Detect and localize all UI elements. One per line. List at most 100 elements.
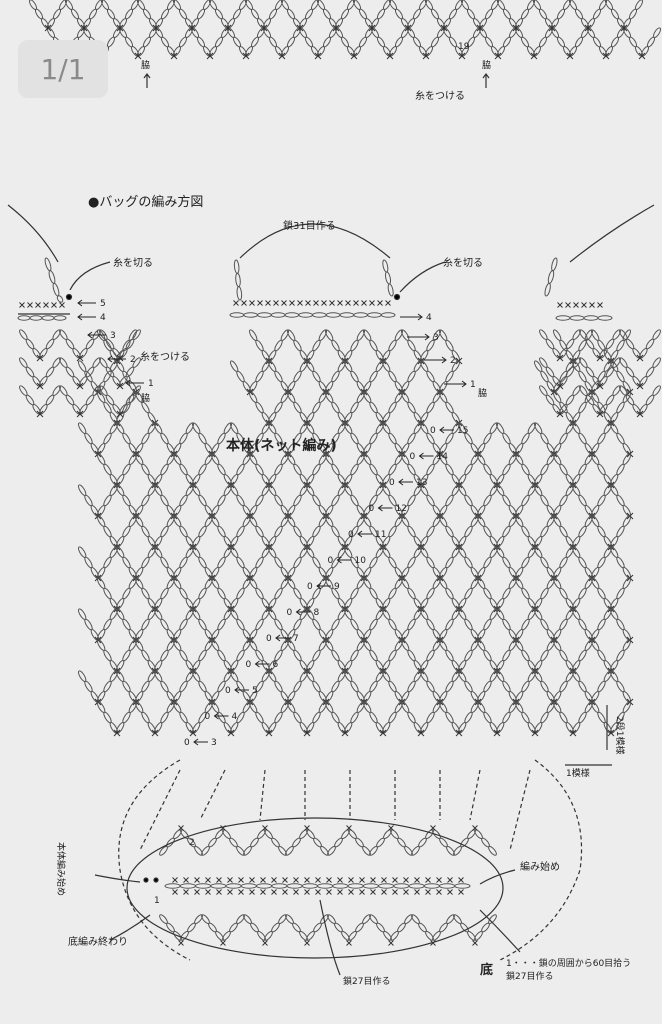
single-crochet-mark bbox=[348, 889, 354, 895]
chain-stitch bbox=[312, 525, 321, 538]
attach-yarn-top-label: 糸をつける bbox=[415, 90, 465, 102]
chain-stitch bbox=[483, 525, 492, 538]
chain-stitch bbox=[122, 463, 131, 476]
single-crochet-mark bbox=[205, 877, 211, 883]
single-crochet-mark bbox=[305, 300, 311, 306]
single-crochet-mark bbox=[189, 729, 197, 737]
single-crochet-mark bbox=[361, 300, 367, 306]
chain-stitch bbox=[578, 432, 587, 445]
chain-stitch bbox=[464, 463, 473, 476]
single-crochet-mark bbox=[569, 729, 577, 737]
chain-stitch bbox=[521, 618, 530, 631]
chain-stitch bbox=[388, 463, 397, 476]
chain-stitch bbox=[235, 272, 241, 288]
single-crochet-mark bbox=[377, 300, 383, 306]
row-number: 2 bbox=[450, 356, 456, 366]
chain-stitch bbox=[488, 914, 497, 925]
single-crochet-mark bbox=[281, 300, 287, 306]
chain-stitch bbox=[331, 618, 340, 631]
single-crochet-mark bbox=[596, 410, 604, 418]
connector-dashed bbox=[199, 769, 226, 821]
chain-stitch bbox=[255, 401, 264, 414]
chain-stitch bbox=[369, 370, 378, 383]
chain-stitch bbox=[331, 525, 340, 538]
chain-stitch bbox=[578, 525, 587, 538]
chain-stitch bbox=[622, 515, 632, 527]
chain-stitch bbox=[331, 649, 340, 662]
single-crochet-mark bbox=[194, 889, 200, 895]
chain-stitch bbox=[179, 587, 188, 600]
chain-stitch bbox=[540, 370, 549, 383]
body-start-pointer bbox=[94, 874, 141, 883]
chain-stitch bbox=[122, 587, 131, 600]
chain-stitch bbox=[540, 432, 549, 445]
chain-stitch bbox=[369, 463, 378, 476]
chain-stitch bbox=[616, 339, 625, 352]
top-row-marker: 19 bbox=[458, 42, 470, 52]
chain-stitch bbox=[229, 360, 239, 372]
chain-stitch bbox=[103, 432, 112, 445]
chain-stitch bbox=[255, 525, 264, 538]
chain-stitch bbox=[198, 463, 207, 476]
row-arrow bbox=[77, 299, 96, 307]
chain-stitch bbox=[274, 339, 283, 352]
single-crochet-mark bbox=[440, 24, 448, 32]
chain-stitch bbox=[236, 649, 245, 662]
outline-dashed-left bbox=[118, 759, 191, 961]
chain-stitch bbox=[77, 546, 87, 558]
row-arrow bbox=[377, 504, 393, 512]
chain-stitch bbox=[236, 618, 245, 631]
chain-stitch bbox=[255, 711, 264, 724]
chain-stitch bbox=[347, 883, 364, 889]
chain-stitch bbox=[407, 401, 416, 414]
page-indicator[interactable]: 1/1 bbox=[18, 40, 108, 98]
chain-stitch bbox=[578, 618, 587, 631]
single-crochet-mark bbox=[304, 889, 310, 895]
single-crochet-mark bbox=[36, 354, 44, 362]
chain-stitch bbox=[464, 680, 473, 693]
single-crochet-mark bbox=[36, 382, 44, 390]
chain-stitch bbox=[350, 401, 359, 414]
single-crochet-mark bbox=[350, 52, 358, 60]
chain-stitch bbox=[293, 370, 302, 383]
single-crochet-mark bbox=[260, 889, 266, 895]
chain-stitch bbox=[274, 556, 283, 569]
chain-stitch bbox=[597, 315, 613, 321]
chain-stitch bbox=[255, 556, 264, 569]
chain-stitch bbox=[407, 556, 416, 569]
chain-stitch bbox=[445, 618, 454, 631]
chain-stitch bbox=[331, 401, 340, 414]
chain-stitch bbox=[483, 494, 492, 507]
single-crochet-mark bbox=[636, 354, 644, 362]
chain-stitch bbox=[369, 649, 378, 662]
chain-stitch bbox=[52, 282, 60, 297]
chain-stitch bbox=[540, 494, 549, 507]
single-crochet-mark bbox=[596, 382, 604, 390]
chain-stitch bbox=[312, 711, 321, 724]
chain-stitch bbox=[103, 556, 112, 569]
single-crochet-mark bbox=[249, 300, 255, 306]
chain-stitch bbox=[464, 649, 473, 662]
chain-stitch bbox=[578, 680, 587, 693]
single-crochet-mark bbox=[43, 302, 49, 308]
single-crochet-mark bbox=[59, 302, 65, 308]
single-crochet-mark bbox=[35, 302, 41, 308]
chain-stitch bbox=[464, 525, 473, 538]
start-dot bbox=[143, 877, 149, 883]
single-crochet-mark bbox=[381, 889, 387, 895]
single-crochet-mark bbox=[556, 382, 564, 390]
chain-stitch bbox=[312, 587, 321, 600]
row-number: 1 bbox=[148, 379, 154, 389]
row-start-symbol: 0 bbox=[307, 582, 313, 592]
single-crochet-mark bbox=[249, 889, 255, 895]
chain-stitch bbox=[378, 883, 395, 889]
chain-stitch bbox=[445, 339, 454, 352]
chain-stitch bbox=[502, 556, 511, 569]
single-crochet-mark bbox=[216, 877, 222, 883]
single-crochet-mark bbox=[597, 302, 603, 308]
chain-stitch bbox=[236, 494, 245, 507]
single-crochet-mark bbox=[76, 354, 84, 362]
single-crochet-mark bbox=[458, 52, 466, 60]
chain-stitch bbox=[141, 432, 150, 445]
single-crochet-mark bbox=[315, 889, 321, 895]
